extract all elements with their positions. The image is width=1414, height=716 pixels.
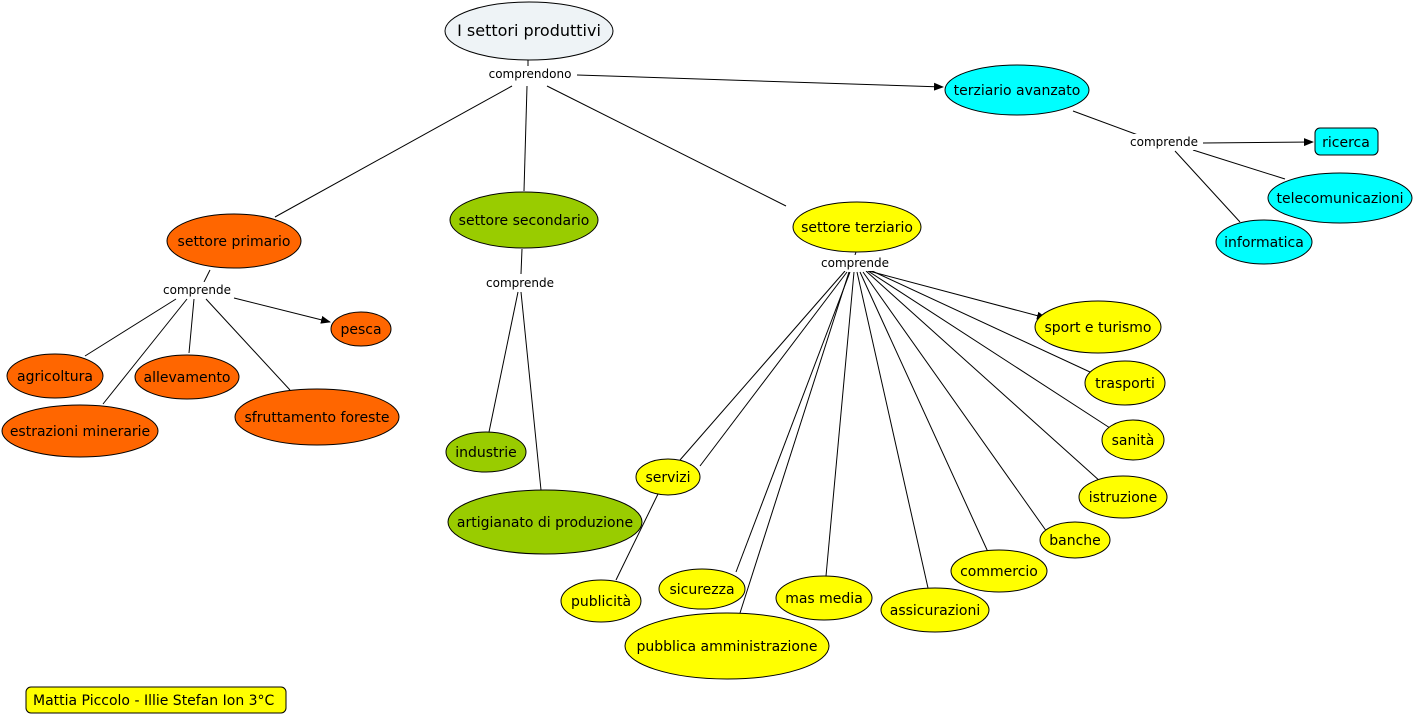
node-terziario-avanzato-label: terziario avanzato — [954, 83, 1081, 99]
node-banche-label: banche — [1049, 533, 1101, 549]
node-commercio-label: commercio — [960, 564, 1038, 580]
node-settore-secondario-label: settore secondario — [459, 213, 590, 229]
node-artigianato[interactable]: artigianato di produzione — [447, 489, 643, 555]
node-pesca-label: pesca — [340, 322, 381, 338]
node-trasporti-label: trasporti — [1095, 376, 1155, 392]
node-industrie[interactable]: industrie — [445, 431, 527, 473]
node-istruzione-label: istruzione — [1089, 490, 1158, 506]
node-sfruttamento-foreste-label: sfruttamento foreste — [245, 410, 390, 426]
node-publicita-label: publicità — [571, 594, 631, 610]
node-sicurezza-label: sicurezza — [669, 582, 734, 598]
link-labels: comprendono comprende comprende comprend… — [161, 66, 1200, 298]
authors-note[interactable]: Mattia Piccolo - Illie Stefan Ion 3°C — [25, 686, 287, 714]
node-settore-primario-label: settore primario — [178, 234, 291, 250]
node-servizi-label: servizi — [645, 470, 690, 486]
node-telecomunicazioni-label: telecomunicazioni — [1277, 191, 1404, 207]
node-informatica[interactable]: informatica — [1215, 219, 1313, 265]
node-terziario-avanzato[interactable]: terziario avanzato — [944, 64, 1090, 116]
node-agricoltura-label: agricoltura — [17, 369, 93, 385]
node-settore-terziario[interactable]: settore terziario — [792, 201, 922, 253]
node-servizi[interactable]: servizi — [635, 458, 701, 496]
link-label-primario: comprende — [163, 283, 231, 297]
node-sfruttamento-foreste[interactable]: sfruttamento foreste — [234, 388, 400, 446]
node-root-label: I settori produttivi — [457, 21, 601, 40]
link-label-root: comprendono — [489, 67, 572, 81]
node-settore-primario[interactable]: settore primario — [166, 213, 302, 269]
node-ricerca[interactable]: ricerca — [1314, 127, 1379, 156]
node-trasporti[interactable]: trasporti — [1084, 360, 1166, 406]
node-sicurezza[interactable]: sicurezza — [658, 568, 746, 610]
node-industrie-label: industrie — [455, 445, 517, 461]
node-banche[interactable]: banche — [1039, 521, 1111, 559]
link-label-avanzato: comprende — [1130, 135, 1198, 149]
node-publicita[interactable]: publicità — [560, 579, 642, 623]
authors-note-label: Mattia Piccolo - Illie Stefan Ion 3°C — [33, 693, 275, 709]
node-root[interactable]: I settori produttivi — [444, 1, 614, 61]
node-sanita[interactable]: sanità — [1101, 419, 1165, 461]
link-label-terziario: comprende — [821, 256, 889, 270]
node-assicurazioni[interactable]: assicurazioni — [880, 587, 990, 633]
node-pubblica-amministrazione[interactable]: pubblica amministrazione — [624, 612, 830, 680]
node-estrazioni-minerarie[interactable]: estrazioni minerarie — [1, 404, 159, 458]
node-pesca[interactable]: pesca — [330, 311, 392, 347]
node-istruzione[interactable]: istruzione — [1078, 475, 1168, 519]
node-ricerca-label: ricerca — [1322, 135, 1370, 151]
node-allevamento[interactable]: allevamento — [134, 354, 240, 400]
node-pubblica-amministrazione-label: pubblica amministrazione — [637, 639, 818, 655]
node-agricoltura[interactable]: agricoltura — [6, 353, 104, 399]
node-sport-e-turismo-label: sport e turismo — [1044, 320, 1151, 336]
connections — [84, 60, 1314, 614]
node-estrazioni-minerarie-label: estrazioni minerarie — [10, 424, 150, 440]
node-mas-media[interactable]: mas media — [775, 575, 873, 621]
node-sanita-label: sanità — [1112, 433, 1155, 449]
node-assicurazioni-label: assicurazioni — [890, 603, 981, 619]
node-allevamento-label: allevamento — [143, 370, 230, 386]
node-sport-e-turismo[interactable]: sport e turismo — [1034, 300, 1162, 354]
node-informatica-label: informatica — [1224, 235, 1304, 251]
node-settore-terziario-label: settore terziario — [801, 220, 913, 236]
node-settore-secondario[interactable]: settore secondario — [449, 191, 599, 249]
node-artigianato-label: artigianato di produzione — [457, 515, 633, 531]
node-mas-media-label: mas media — [785, 591, 863, 607]
node-commercio[interactable]: commercio — [950, 549, 1048, 593]
node-telecomunicazioni[interactable]: telecomunicazioni — [1267, 172, 1413, 224]
link-label-secondario: comprende — [486, 276, 554, 290]
